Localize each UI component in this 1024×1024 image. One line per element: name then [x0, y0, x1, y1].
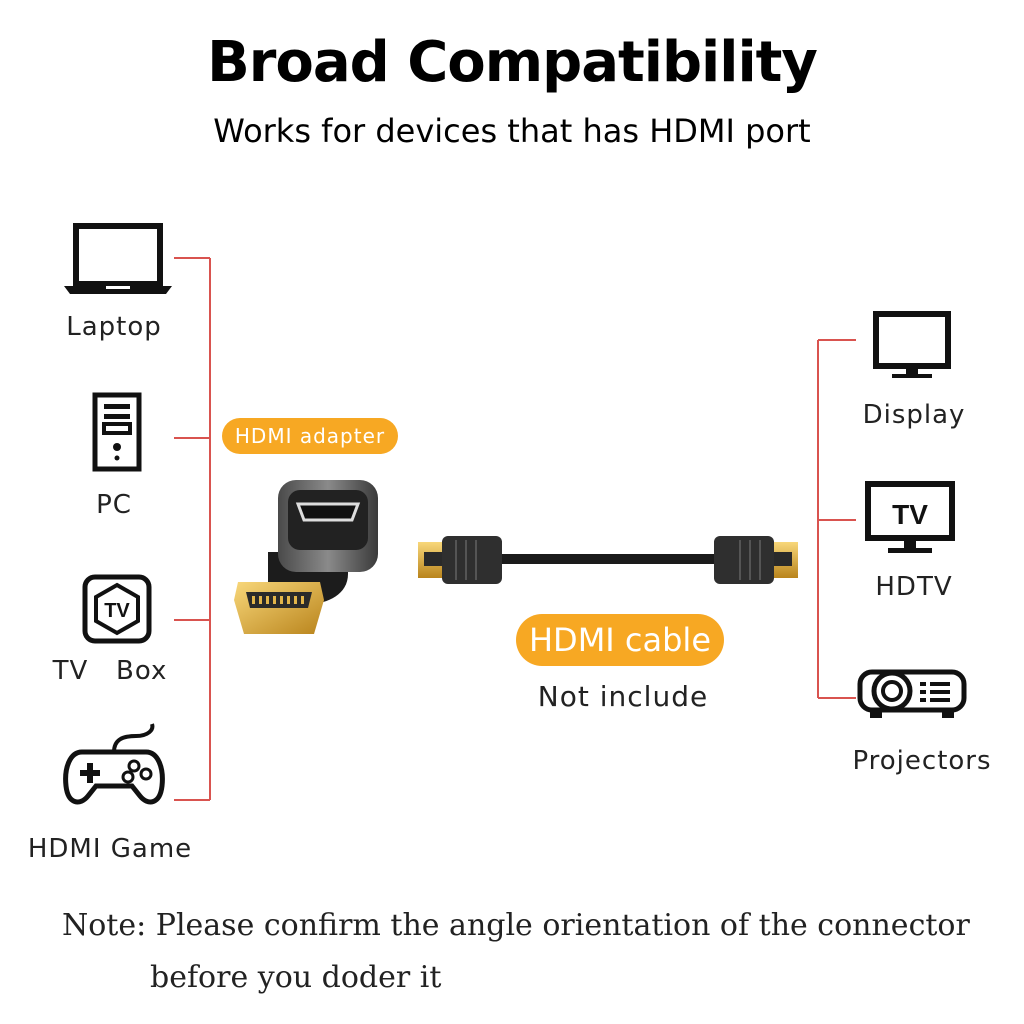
- hdmi-cable-icon: [418, 536, 798, 584]
- hdmi-cable-label: HDMI cable: [516, 614, 724, 666]
- gamepad-icon: [63, 723, 165, 805]
- tv-box-icon: TV: [82, 574, 152, 644]
- page-title: Broad Compatibility: [207, 30, 818, 95]
- note-line-2: before you doder it: [150, 960, 442, 995]
- projector-icon: [857, 669, 967, 718]
- device-label-tv-box: TV Box: [52, 656, 168, 686]
- hdmi-adapter-icon: [234, 480, 378, 634]
- hdmi-cable-status: Not include: [537, 680, 709, 713]
- tv-icon: TV: [865, 481, 955, 553]
- device-label-display: Display: [862, 400, 966, 430]
- tv-box-icon-text: TV: [104, 600, 130, 622]
- laptop-icon: [64, 223, 172, 294]
- device-label-hdmi-game: HDMI Game: [27, 834, 193, 864]
- monitor-icon: [873, 311, 951, 378]
- hdtv-icon-text: TV: [892, 499, 928, 530]
- hdmi-adapter-label: HDMI adapter: [222, 418, 398, 454]
- page-subtitle: Works for devices that has HDMI port: [213, 112, 811, 150]
- device-label-laptop: Laptop: [66, 312, 162, 342]
- device-label-projectors: Projectors: [852, 746, 992, 776]
- device-label-pc: PC: [96, 490, 132, 520]
- note-line-1: Note: Please confirm the angle orientati…: [62, 908, 970, 943]
- pc-tower-icon: [92, 392, 142, 472]
- device-label-hdtv: HDTV: [875, 572, 953, 602]
